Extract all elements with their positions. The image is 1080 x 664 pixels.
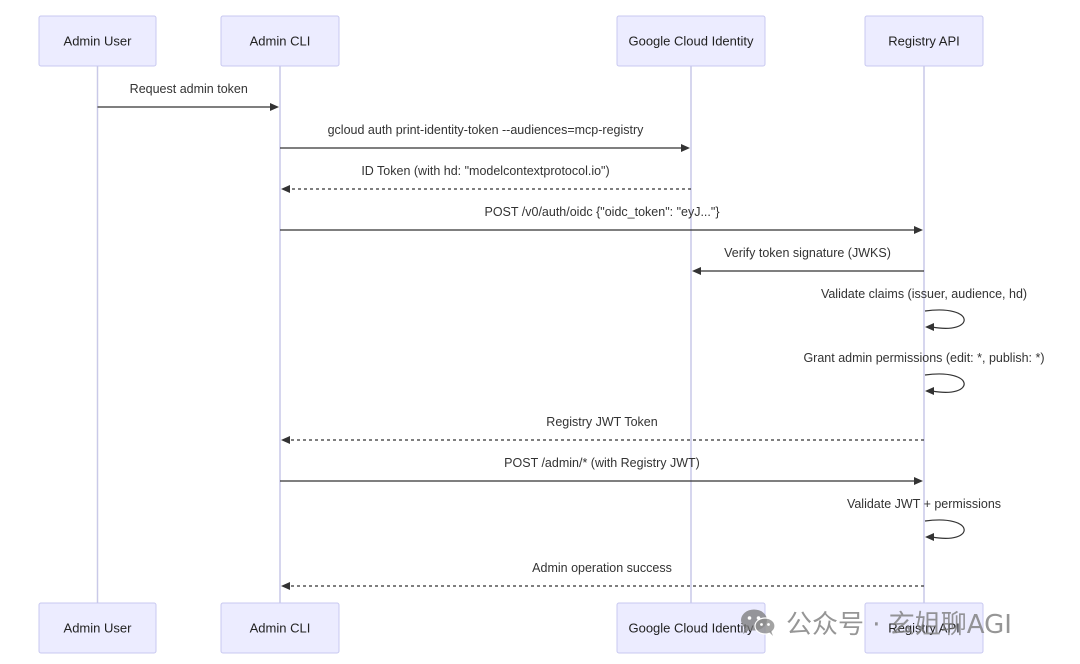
actor-box [220,602,340,654]
message-label: Validate claims (issuer, audience, hd) [821,287,1027,301]
message-8: Registry JWT Token [281,415,924,444]
message-label: ID Token (with hd: "modelcontextprotocol… [361,164,609,178]
message-6: Validate claims (issuer, audience, hd) [821,287,1027,331]
arrowhead [692,267,701,275]
arrowhead [270,103,279,111]
actor-bottom-gci: Google Cloud Identity [616,602,766,654]
message-1: Request admin token [97,82,279,111]
arrowhead [681,144,690,152]
arrowhead [914,226,923,234]
message-2: gcloud auth print-identity-token --audie… [280,123,690,152]
actor-label: Admin CLI [250,34,311,49]
self-loop [924,519,965,539]
message-label: gcloud auth print-identity-token --audie… [328,123,645,137]
message-3: ID Token (with hd: "modelcontextprotocol… [281,164,691,193]
actor-top-admin_cli: Admin CLI [220,15,340,67]
actor-label: Registry API [888,34,960,49]
arrowhead [281,436,290,444]
message-9: POST /admin/* (with Registry JWT) [280,456,923,485]
message-label: Admin operation success [532,561,672,575]
actor-top-gci: Google Cloud Identity [616,15,766,67]
actors-bottom: Admin User Admin CLI Google Cloud Identity… [38,602,984,654]
self-loop [924,309,965,329]
actor-box [38,15,157,67]
message-label: Validate JWT + permissions [847,497,1001,511]
actor-top-admin_user: Admin User [38,15,157,67]
actor-box [864,602,984,654]
actor-label: Admin User [64,621,133,636]
actor-top-registry_api: Registry API [864,15,984,67]
arrowhead [925,387,934,395]
actor-label: Admin User [64,34,133,49]
message-label: Request admin token [130,82,248,96]
lifelines [96,66,925,603]
actor-label: Google Cloud Identity [628,34,754,49]
actor-box [220,15,340,67]
message-5: Verify token signature (JWKS) [692,246,924,275]
actors-top: Admin User Admin CLI Google Cloud Identity… [38,15,984,67]
message-4: POST /v0/auth/oidc {"oidc_token": "eyJ..… [280,205,923,234]
arrowhead [914,477,923,485]
actor-box [38,602,157,654]
arrowhead [281,185,290,193]
message-label: POST /v0/auth/oidc {"oidc_token": "eyJ..… [484,205,719,219]
messages: Request admin token gcloud auth print-ide… [97,82,1045,590]
actor-bottom-admin_user: Admin User [38,602,157,654]
message-11: Admin operation success [281,561,924,590]
arrowhead [925,323,934,331]
actor-bottom-admin_cli: Admin CLI [220,602,340,654]
actor-label: Admin CLI [250,621,311,636]
actor-box [616,15,766,67]
message-label: Grant admin permissions (edit: *, publis… [803,351,1044,365]
message-label: Registry JWT Token [546,415,657,429]
actor-label: Registry API [888,621,960,636]
self-loop [924,373,965,393]
message-label: Verify token signature (JWKS) [724,246,891,260]
actor-label: Google Cloud Identity [628,621,754,636]
message-10: Validate JWT + permissions [847,497,1001,541]
arrowhead [281,582,290,590]
message-7: Grant admin permissions (edit: *, publis… [803,351,1045,395]
message-label: POST /admin/* (with Registry JWT) [504,456,700,470]
actor-box [864,15,984,67]
actor-bottom-registry_api: Registry API [864,602,984,654]
arrowhead [925,533,934,541]
